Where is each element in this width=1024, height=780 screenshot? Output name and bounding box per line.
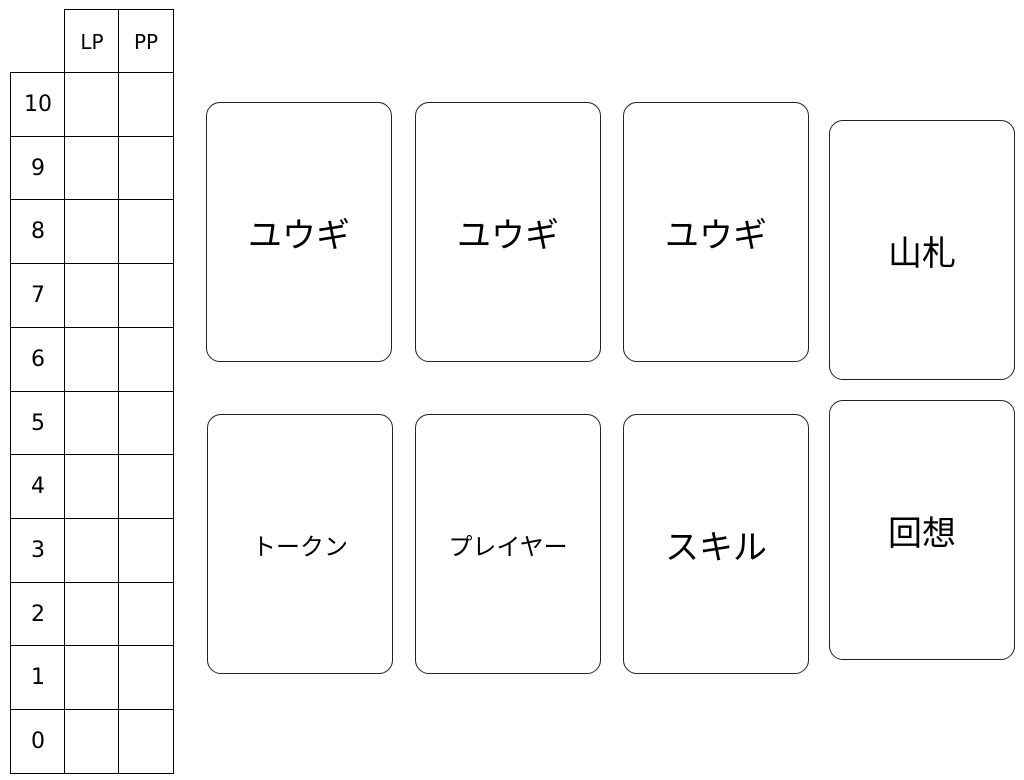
card-label: スキル: [665, 527, 767, 568]
row-label: 6: [10, 326, 66, 392]
player-card[interactable]: プレイヤー: [415, 414, 601, 674]
lp-marker-cell[interactable]: [64, 326, 120, 392]
lp-marker-cell[interactable]: [64, 199, 120, 265]
pp-marker-cell[interactable]: [118, 263, 174, 329]
card-label: ユウギ: [248, 215, 350, 256]
card-label: プレイヤー: [448, 532, 568, 561]
column-header-lp: LP: [64, 9, 120, 74]
card-label: ユウギ: [665, 215, 767, 256]
row-label: 3: [10, 517, 66, 584]
row-label: 1: [10, 645, 66, 711]
pp-marker-cell[interactable]: [118, 581, 174, 647]
yugi-card-3[interactable]: ユウギ: [623, 102, 809, 362]
row-label: 8: [10, 199, 66, 265]
card-label: 回想: [888, 513, 956, 554]
pp-marker-cell[interactable]: [118, 709, 174, 775]
lp-marker-cell[interactable]: [64, 135, 120, 201]
lp-marker-cell[interactable]: [64, 517, 120, 584]
deck-card[interactable]: 山札: [829, 120, 1015, 380]
lp-marker-cell[interactable]: [64, 645, 120, 711]
pp-marker-cell[interactable]: [118, 72, 174, 138]
pp-marker-cell[interactable]: [118, 199, 174, 265]
row-label: 2: [10, 581, 66, 647]
row-label: 9: [10, 135, 66, 201]
row-label: 4: [10, 454, 66, 520]
recall-card[interactable]: 回想: [829, 400, 1015, 660]
lp-marker-cell[interactable]: [64, 709, 120, 775]
lp-marker-cell[interactable]: [64, 581, 120, 647]
pp-marker-cell[interactable]: [118, 326, 174, 392]
row-label: 10: [10, 72, 66, 138]
card-label: トークン: [252, 532, 348, 561]
pp-marker-cell[interactable]: [118, 517, 174, 584]
lp-marker-cell[interactable]: [64, 263, 120, 329]
token-card[interactable]: トークン: [207, 414, 393, 674]
skill-card[interactable]: スキル: [623, 414, 809, 674]
row-label: 7: [10, 263, 66, 329]
card-label: ユウギ: [457, 215, 559, 256]
pp-marker-cell[interactable]: [118, 454, 174, 520]
lp-marker-cell[interactable]: [64, 454, 120, 520]
card-label: 山札: [888, 233, 956, 274]
pp-marker-cell[interactable]: [118, 390, 174, 456]
lp-marker-cell[interactable]: [64, 390, 120, 456]
yugi-card-1[interactable]: ユウギ: [206, 102, 392, 362]
row-label: 0: [10, 709, 66, 775]
column-header-pp: PP: [118, 9, 174, 74]
lp-marker-cell[interactable]: [64, 72, 120, 138]
pp-marker-cell[interactable]: [118, 645, 174, 711]
yugi-card-2[interactable]: ユウギ: [415, 102, 601, 362]
pp-marker-cell[interactable]: [118, 135, 174, 201]
row-label: 5: [10, 390, 66, 456]
